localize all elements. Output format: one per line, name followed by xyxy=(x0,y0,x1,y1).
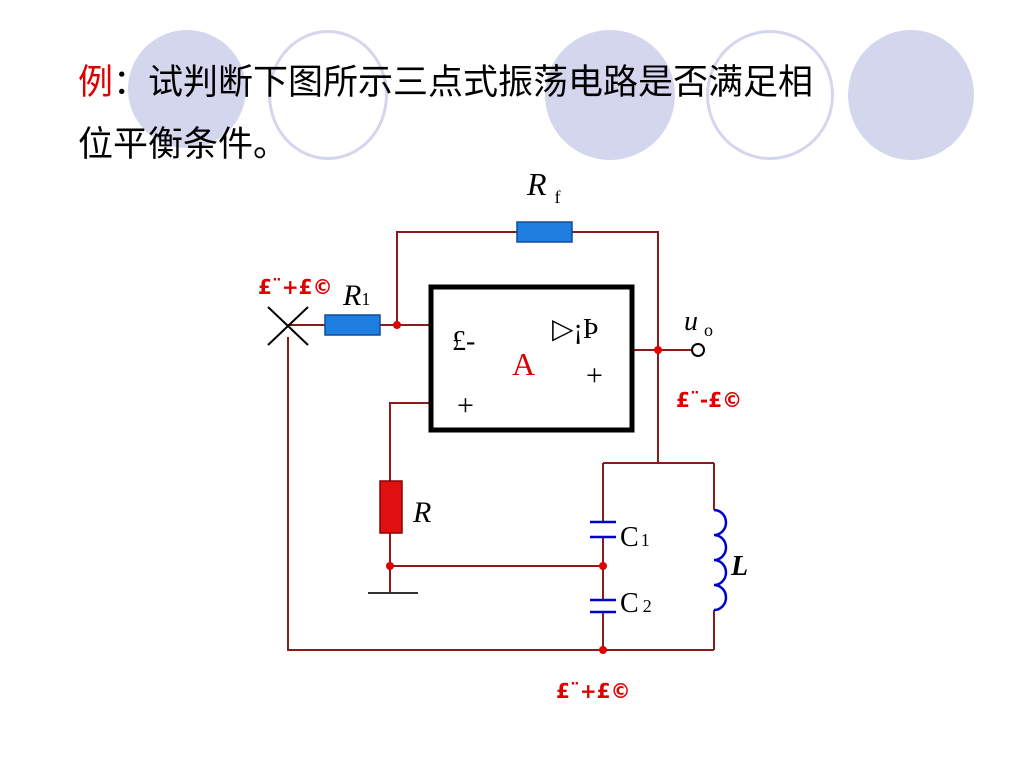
deco-circle-1 xyxy=(128,30,246,148)
opamp-label: A xyxy=(512,346,535,382)
opamp-plus-output-label: + xyxy=(586,359,603,392)
capacitor-c1 xyxy=(590,520,616,539)
opamp-box xyxy=(428,284,635,433)
question-title: 例：试判断下图所示三点式振荡电路是否满足相 位平衡条件。 xyxy=(78,52,958,176)
wire-rf-left xyxy=(396,231,517,325)
circuit-wires xyxy=(287,231,715,651)
resistor-r1 xyxy=(324,314,381,336)
label-l: L xyxy=(730,551,748,582)
opamp-minus-label: £- xyxy=(452,326,475,357)
wire-bottom-return xyxy=(287,337,714,651)
annotation-bottom: £¨+£© xyxy=(556,679,631,703)
opamp-symbol: ▷¡Þ xyxy=(552,314,598,345)
annotation-right: £¨-£© xyxy=(676,388,742,412)
break-cross-icon xyxy=(267,306,309,346)
junction-dots xyxy=(386,321,662,654)
annotation-left: £¨+£© xyxy=(258,275,333,299)
deco-circle-5 xyxy=(848,30,974,160)
deco-circle-3 xyxy=(545,30,675,160)
title-line-1: 试判断下图所示三点式振荡电路是否满足相 xyxy=(148,63,814,103)
opamp-plus-input-label: + xyxy=(457,389,474,422)
wire-rf-right xyxy=(572,231,659,350)
resistor-r xyxy=(379,480,403,534)
example-label: 例 xyxy=(78,63,114,103)
title-line-2: 位平衡条件。 xyxy=(78,125,289,165)
title-colon: ： xyxy=(113,63,149,103)
deco-circle-2 xyxy=(268,30,388,160)
capacitor-c2 xyxy=(590,598,616,614)
label-r: R xyxy=(412,496,431,529)
deco-circle-4 xyxy=(706,30,834,160)
inductor-l xyxy=(713,508,728,612)
label-r1: R1 xyxy=(342,279,370,312)
resistor-rf xyxy=(516,221,573,243)
wire-plus-r xyxy=(389,402,430,481)
output-terminal xyxy=(691,343,705,357)
